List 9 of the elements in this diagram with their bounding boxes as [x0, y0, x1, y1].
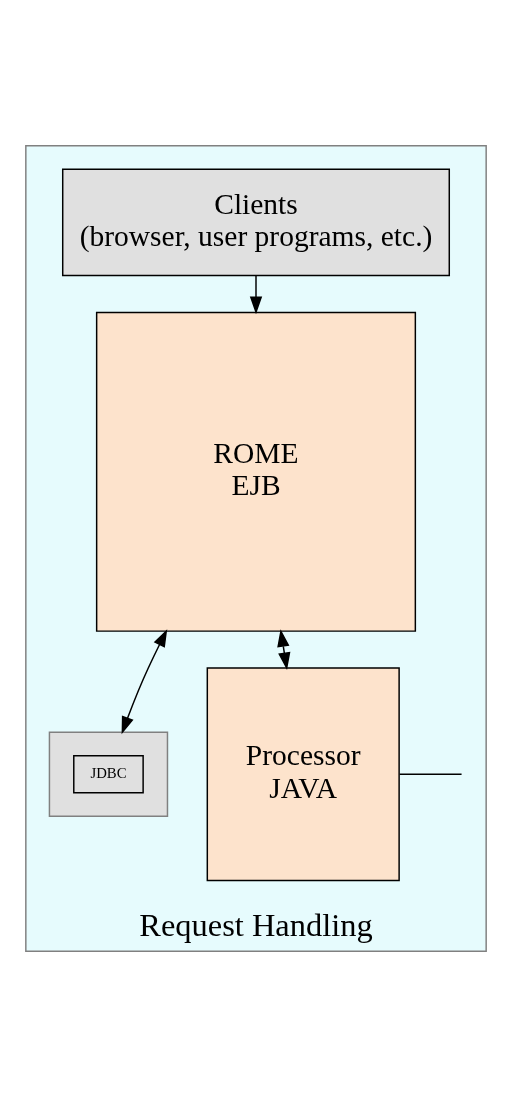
arrow: [249, 274, 263, 315]
arrow: [277, 629, 291, 671]
node-box: Processor JAVA: [206, 667, 400, 882]
node-box: JDBC: [73, 755, 144, 794]
node-box: Clients (browser, user programs, etc.): [62, 168, 450, 277]
arrow: [121, 629, 168, 735]
node-box: ROME EJB: [95, 311, 417, 632]
cluster: [48, 731, 169, 818]
connector: [398, 773, 463, 775]
